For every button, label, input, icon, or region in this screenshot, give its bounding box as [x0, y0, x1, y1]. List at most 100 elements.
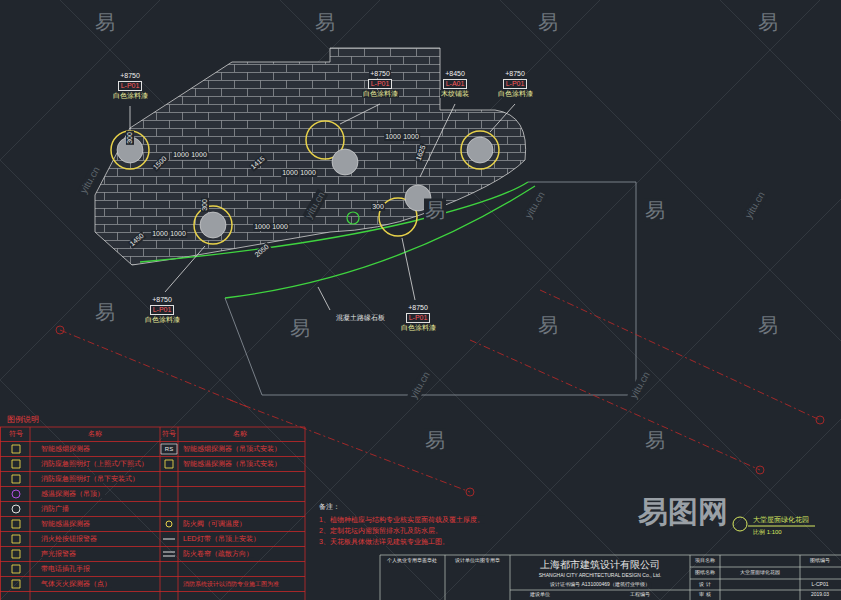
legend-entry: 智能感温探测器 — [40, 520, 91, 528]
watermark: yitu.cn — [407, 369, 432, 402]
legend-label: LED灯带（吊顶上安装） — [183, 535, 260, 543]
legend-label: 智能感温探测器 — [41, 520, 90, 528]
dimension-text: 1415 — [249, 154, 268, 171]
watermark: 易 — [537, 314, 559, 337]
legend-label: 防火卷帘（疏散方向） — [183, 550, 253, 558]
watermark: 易 — [289, 317, 311, 340]
legend-label: 感温探测器（吊顶） — [41, 490, 104, 498]
title-block-field: 项目名称 — [694, 558, 716, 564]
note-text: 3、天花板具体做法详见建筑专业施工图。 — [318, 538, 450, 546]
material-note: 白色涂料漆 — [144, 316, 181, 324]
company-name-en: SHANGHAI CITY ARCHITECTURAL DESIGN Co., … — [538, 573, 663, 579]
material-tag: +8750L-P01白色涂料漆 — [112, 72, 149, 100]
watermark: 易 — [537, 11, 559, 34]
legend-label: 声光报警器 — [41, 550, 76, 558]
dimension-text: 2050 — [253, 242, 272, 259]
table-header: 名称 — [87, 430, 103, 438]
tree-ring — [111, 131, 149, 169]
legend-label: 智能感烟探测器 — [41, 445, 90, 453]
legend-label: 消防应急照明灯（上照式/下照式） — [41, 460, 148, 468]
paving-area — [95, 48, 526, 265]
stamp-label: 设计单位出图专用章 — [454, 558, 501, 564]
dimension-text: 1000 — [190, 151, 208, 159]
dimension-text: 1000 — [281, 169, 299, 177]
legend-entry: 智能感温探测器（吊顶式安装） — [182, 460, 282, 468]
watermark: 易 — [757, 11, 779, 34]
legend-symbol — [12, 505, 20, 513]
watermark: 易 — [424, 199, 446, 222]
material-tag: +8750L-P01白色涂料漆 — [497, 70, 534, 98]
legend-entry: 消防应急照明灯（吊下安装式） — [40, 475, 140, 483]
title-block-field: 图纸名称 — [694, 570, 716, 576]
legend-label: 消防广播 — [41, 505, 69, 513]
legend-label: 带电话插孔手报 — [41, 565, 90, 573]
legend-entry: 感温探测器（吊顶） — [40, 490, 105, 498]
watermark: yitu.cn — [522, 189, 547, 222]
note-text: 2、定制花坛内需预留排水孔及防水层。 — [318, 527, 443, 535]
material-code: L-P01 — [406, 313, 431, 323]
watermark: 易 — [757, 314, 779, 337]
elevation-label: +8450 — [444, 70, 466, 78]
material-note: 白色涂料漆 — [497, 90, 534, 98]
material-code: L-P01 — [503, 79, 528, 89]
elevation-label: +8750 — [407, 304, 429, 312]
note-heading: 备注： — [318, 503, 341, 511]
material-note: 白色涂料漆 — [112, 92, 149, 100]
title-block-value: 大堂屋面绿化花园 — [739, 570, 781, 576]
dimension-text: 1000 — [253, 223, 271, 231]
legend-entry: 消防广播 — [40, 505, 70, 513]
dimension-text: 1450 — [128, 231, 147, 248]
title-block-value: L-CP01 — [811, 582, 830, 588]
title-underline — [748, 526, 815, 527]
watermark: 易 — [94, 301, 116, 324]
watermark: yitu.cn — [77, 164, 102, 197]
certificate-text: 设计证书编号 A131000469（建筑行业甲级） — [549, 582, 651, 588]
scale-text: 比例 1:100 — [752, 529, 783, 536]
dimension-text: 1000 — [402, 133, 420, 141]
legend-symbol — [163, 539, 175, 556]
drawing-title: 大堂屋面绿化花园 — [752, 516, 810, 524]
watermark: 易 — [424, 429, 446, 452]
legend-entry: 智能感烟探测器（吊顶式安装） — [182, 445, 282, 453]
dimension-text: 300 — [126, 131, 134, 145]
dimension-text: 300 — [371, 203, 385, 211]
dimension-text: 1000 — [172, 151, 190, 159]
legend-entry: 防火卷帘（疏散方向） — [182, 550, 254, 558]
watermark: 易 — [644, 199, 666, 222]
legend-label: 气体灭火探测器（点） — [41, 580, 111, 588]
material-code: L-P01 — [150, 305, 175, 315]
legend-label: 防火阀（可调温度） — [183, 520, 246, 528]
legend-label: 智能感烟探测器（吊顶式安装） — [183, 445, 281, 453]
legend-label: 消火栓按钮报警器 — [41, 535, 97, 543]
dimension-text: 300 — [201, 198, 209, 212]
roof-outline — [225, 182, 636, 395]
legend-entry: 防火阀（可调温度） — [182, 520, 247, 528]
watermark: 易 — [644, 429, 666, 452]
tree-ring — [461, 131, 499, 169]
legend-label: 消防应急照明灯（吊下安装式） — [41, 475, 139, 483]
material-code: L-P01 — [118, 81, 143, 91]
planter-edge — [140, 182, 528, 262]
legend-symbol — [161, 444, 177, 454]
material-note: 木纹铺装 — [440, 90, 470, 98]
material-tag: +8750L-P01白色涂料漆 — [400, 304, 437, 332]
material-code: L-A01 — [443, 79, 468, 89]
material-tag: +8750L-P01白色涂料漆 — [362, 70, 399, 98]
tree-ring — [194, 206, 232, 244]
leader-line — [130, 104, 515, 310]
tree-trunk — [332, 149, 358, 175]
material-tag: +8450L-A01木纹铺装 — [440, 70, 470, 98]
watermark: 易 — [94, 11, 116, 34]
company-name: 上海都市建筑设计有限公司 — [539, 559, 661, 571]
dimension-text: 1000 — [299, 169, 317, 177]
dimension-text: 1000 — [384, 133, 402, 141]
axis-marker — [56, 326, 64, 334]
axis-marker — [756, 466, 764, 474]
symbol-code: RS — [164, 446, 174, 453]
legend-entry: 带电话插孔手报 — [40, 565, 91, 573]
legend-title: 图例说明 — [6, 415, 40, 424]
tree-trunk — [200, 212, 226, 238]
legend-symbol — [12, 490, 20, 498]
